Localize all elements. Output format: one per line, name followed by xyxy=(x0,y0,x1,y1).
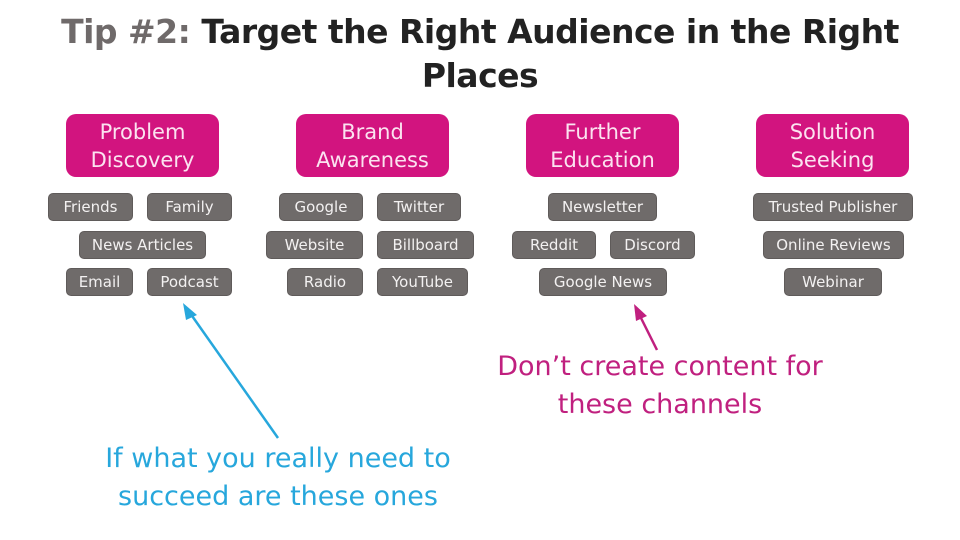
warning-note: Don’t create content for these channels xyxy=(460,348,860,424)
stage-header-further-education: Further Education xyxy=(526,114,679,177)
success-note: If what you really need to succeed are t… xyxy=(78,440,478,516)
warning-note-line1: Don’t create content for xyxy=(497,351,823,382)
channel-chip-email: Email xyxy=(66,268,133,296)
channel-chip-radio: Radio xyxy=(287,268,363,296)
stage-label-line1: Solution xyxy=(789,120,876,144)
title-prefix: Tip #2: xyxy=(61,12,191,51)
success-note-line1: If what you really need to xyxy=(105,443,451,474)
channel-chip-website: Website xyxy=(266,231,363,259)
stage-label-line2: Education xyxy=(550,148,655,172)
channel-chip-billboard: Billboard xyxy=(377,231,474,259)
channel-chip-trusted-publisher: Trusted Publisher xyxy=(753,193,913,221)
channel-chip-newsletter: Newsletter xyxy=(548,193,657,221)
stage-label-line1: Further xyxy=(564,120,641,144)
channel-chip-google-news: Google News xyxy=(539,268,667,296)
warning-note-line2: these channels xyxy=(557,389,763,420)
channel-chip-youtube: YouTube xyxy=(377,268,468,296)
channel-chip-podcast: Podcast xyxy=(147,268,232,296)
title-line-2: Places xyxy=(421,56,539,95)
stage-label-line2: Awareness xyxy=(316,148,429,172)
stage-header-solution-seeking: Solution Seeking xyxy=(756,114,909,177)
channel-chip-news-articles: News Articles xyxy=(79,231,206,259)
title-main: Target the Right Audience in the Right xyxy=(201,12,899,51)
stage-label-line1: Brand xyxy=(341,120,404,144)
channel-chip-friends: Friends xyxy=(48,193,133,221)
stage-label-line2: Discovery xyxy=(90,148,195,172)
stage-header-brand-awareness: Brand Awareness xyxy=(296,114,449,177)
channel-chip-webinar: Webinar xyxy=(784,268,882,296)
blue-arrow-icon xyxy=(183,303,280,439)
channel-chip-discord: Discord xyxy=(610,231,695,259)
slide-title: Tip #2: Target the Right Audience in the… xyxy=(0,10,960,98)
title-line-1: Tip #2: Target the Right Audience in the… xyxy=(0,10,960,54)
channel-chip-twitter: Twitter xyxy=(377,193,461,221)
channel-chip-reddit: Reddit xyxy=(512,231,596,259)
channel-chip-google: Google xyxy=(279,193,363,221)
channel-chip-family: Family xyxy=(147,193,232,221)
stage-label-line2: Seeking xyxy=(790,148,875,172)
channel-chip-online-reviews: Online Reviews xyxy=(763,231,904,259)
stage-label-line1: Problem xyxy=(99,120,186,144)
pink-arrow-icon xyxy=(634,304,659,351)
success-note-line2: succeed are these ones xyxy=(118,481,438,512)
stage-header-problem-discovery: Problem Discovery xyxy=(66,114,219,177)
